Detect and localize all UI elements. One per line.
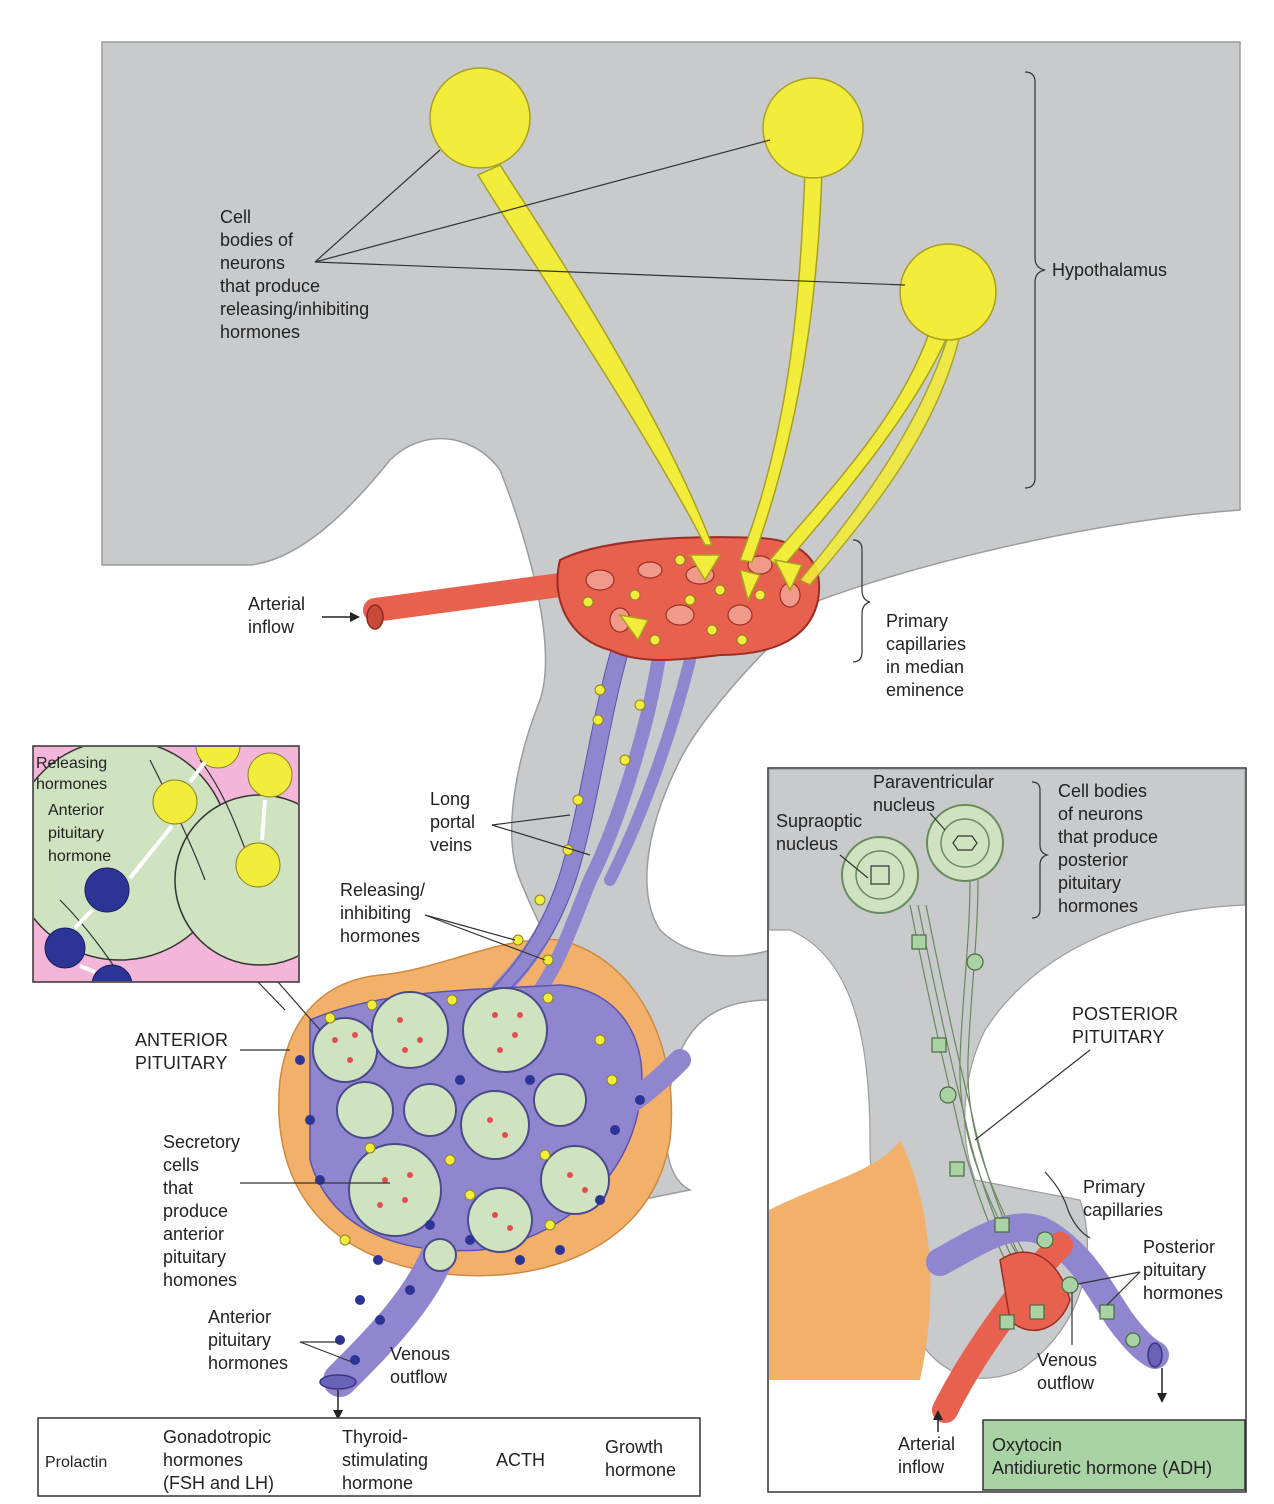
acth-label: ACTH	[496, 1450, 545, 1470]
svg-text:Venous: Venous	[390, 1344, 450, 1364]
svg-text:PITUITARY: PITUITARY	[135, 1053, 227, 1073]
long-portal-veins-label: Long portal veins	[430, 789, 475, 855]
svg-text:stimulating: stimulating	[342, 1450, 428, 1470]
svg-text:outflow: outflow	[390, 1367, 448, 1387]
svg-text:outflow: outflow	[1037, 1373, 1095, 1393]
svg-text:inflow: inflow	[248, 617, 295, 637]
svg-text:that produce: that produce	[220, 276, 320, 296]
svg-text:in median: in median	[886, 657, 964, 677]
svg-text:hormone: hormone	[605, 1460, 676, 1480]
svg-text:of neurons: of neurons	[1058, 804, 1143, 824]
svg-text:Releasing: Releasing	[36, 755, 107, 772]
anterior-pituitary-label: ANTERIOR PITUITARY	[135, 1030, 228, 1073]
svg-text:Paraventricular: Paraventricular	[873, 772, 994, 792]
svg-text:nucleus: nucleus	[776, 834, 838, 854]
svg-text:eminence: eminence	[886, 680, 964, 700]
svg-text:releasing/inhibiting: releasing/inhibiting	[220, 299, 369, 319]
svg-text:Primary: Primary	[886, 611, 948, 631]
svg-text:hormones: hormones	[340, 926, 420, 946]
svg-text:Growth: Growth	[605, 1437, 663, 1457]
svg-text:pituitary: pituitary	[163, 1247, 226, 1267]
posterior-inset	[768, 768, 1246, 1492]
svg-text:ANTERIOR: ANTERIOR	[135, 1030, 228, 1050]
svg-text:Venous: Venous	[1037, 1350, 1097, 1370]
adh-label: Antidiuretic hormone (ADH)	[992, 1458, 1212, 1478]
primary-capillaries-label: Primary capillaries in median eminence	[886, 611, 966, 700]
svg-text:inflow: inflow	[898, 1457, 945, 1477]
svg-text:pituitary: pituitary	[48, 825, 104, 842]
svg-text:Arterial: Arterial	[248, 594, 305, 614]
arterial-inflow-arrow	[322, 612, 360, 622]
svg-text:hormones: hormones	[1058, 896, 1138, 916]
svg-text:Cell: Cell	[220, 207, 251, 227]
svg-text:Long: Long	[430, 789, 470, 809]
releasing-inhibiting-label: Releasing/ inhibiting hormones	[340, 880, 425, 946]
svg-text:hormone: hormone	[48, 848, 111, 865]
svg-text:PITUITARY: PITUITARY	[1072, 1027, 1164, 1047]
svg-text:pituitary: pituitary	[1058, 873, 1121, 893]
svg-text:(FSH and LH): (FSH and LH)	[163, 1473, 274, 1493]
svg-text:hormones: hormones	[36, 776, 107, 793]
hypothalamus-label: Hypothalamus	[1052, 260, 1167, 280]
anterior-pituitary-hormones-label: Anterior pituitary hormones	[208, 1307, 288, 1373]
inset-anterior-label: Anterior pituitary hormone	[48, 802, 111, 865]
svg-text:Secretory: Secretory	[163, 1132, 240, 1152]
svg-text:neurons: neurons	[220, 253, 285, 273]
venous-outflow-left-label: Venous outflow	[390, 1344, 450, 1387]
svg-text:hormones: hormones	[208, 1353, 288, 1373]
svg-text:that produce: that produce	[1058, 827, 1158, 847]
svg-text:hormones: hormones	[1143, 1283, 1223, 1303]
svg-text:veins: veins	[430, 835, 472, 855]
svg-text:Releasing/: Releasing/	[340, 880, 425, 900]
svg-text:capillaries: capillaries	[1083, 1200, 1163, 1220]
secretory-cells-label: Secretory cells that produce anterior pi…	[163, 1132, 240, 1290]
svg-text:Primary: Primary	[1083, 1177, 1145, 1197]
svg-text:portal: portal	[430, 812, 475, 832]
svg-text:Posterior: Posterior	[1143, 1237, 1215, 1257]
oxytocin-label: Oxytocin	[992, 1435, 1062, 1455]
svg-text:Cell bodies: Cell bodies	[1058, 781, 1147, 801]
svg-text:Supraoptic: Supraoptic	[776, 811, 862, 831]
svg-text:Gonadotropic: Gonadotropic	[163, 1427, 271, 1447]
prolactin-label: Prolactin	[45, 1454, 107, 1471]
svg-text:posterior: posterior	[1058, 850, 1128, 870]
svg-text:hormones: hormones	[220, 322, 300, 342]
posterior-hormones-box	[983, 1420, 1245, 1490]
svg-text:homones: homones	[163, 1270, 237, 1290]
svg-text:Thyroid-: Thyroid-	[342, 1427, 408, 1447]
svg-text:hormones: hormones	[163, 1450, 243, 1470]
svg-text:pituitary: pituitary	[1143, 1260, 1206, 1280]
svg-text:capillaries: capillaries	[886, 634, 966, 654]
svg-text:Anterior: Anterior	[48, 802, 105, 819]
svg-text:bodies of: bodies of	[220, 230, 294, 250]
svg-text:nucleus: nucleus	[873, 795, 935, 815]
svg-text:POSTERIOR: POSTERIOR	[1072, 1004, 1178, 1024]
svg-text:pituitary: pituitary	[208, 1330, 271, 1350]
svg-text:Arterial: Arterial	[898, 1434, 955, 1454]
svg-text:that: that	[163, 1178, 193, 1198]
svg-text:Anterior: Anterior	[208, 1307, 271, 1327]
svg-text:inhibiting: inhibiting	[340, 903, 411, 923]
svg-text:anterior: anterior	[163, 1224, 224, 1244]
svg-text:produce: produce	[163, 1201, 228, 1221]
svg-text:hormone: hormone	[342, 1473, 413, 1493]
svg-text:cells: cells	[163, 1155, 199, 1175]
arterial-inflow-top-label: Arterial inflow	[248, 594, 305, 637]
